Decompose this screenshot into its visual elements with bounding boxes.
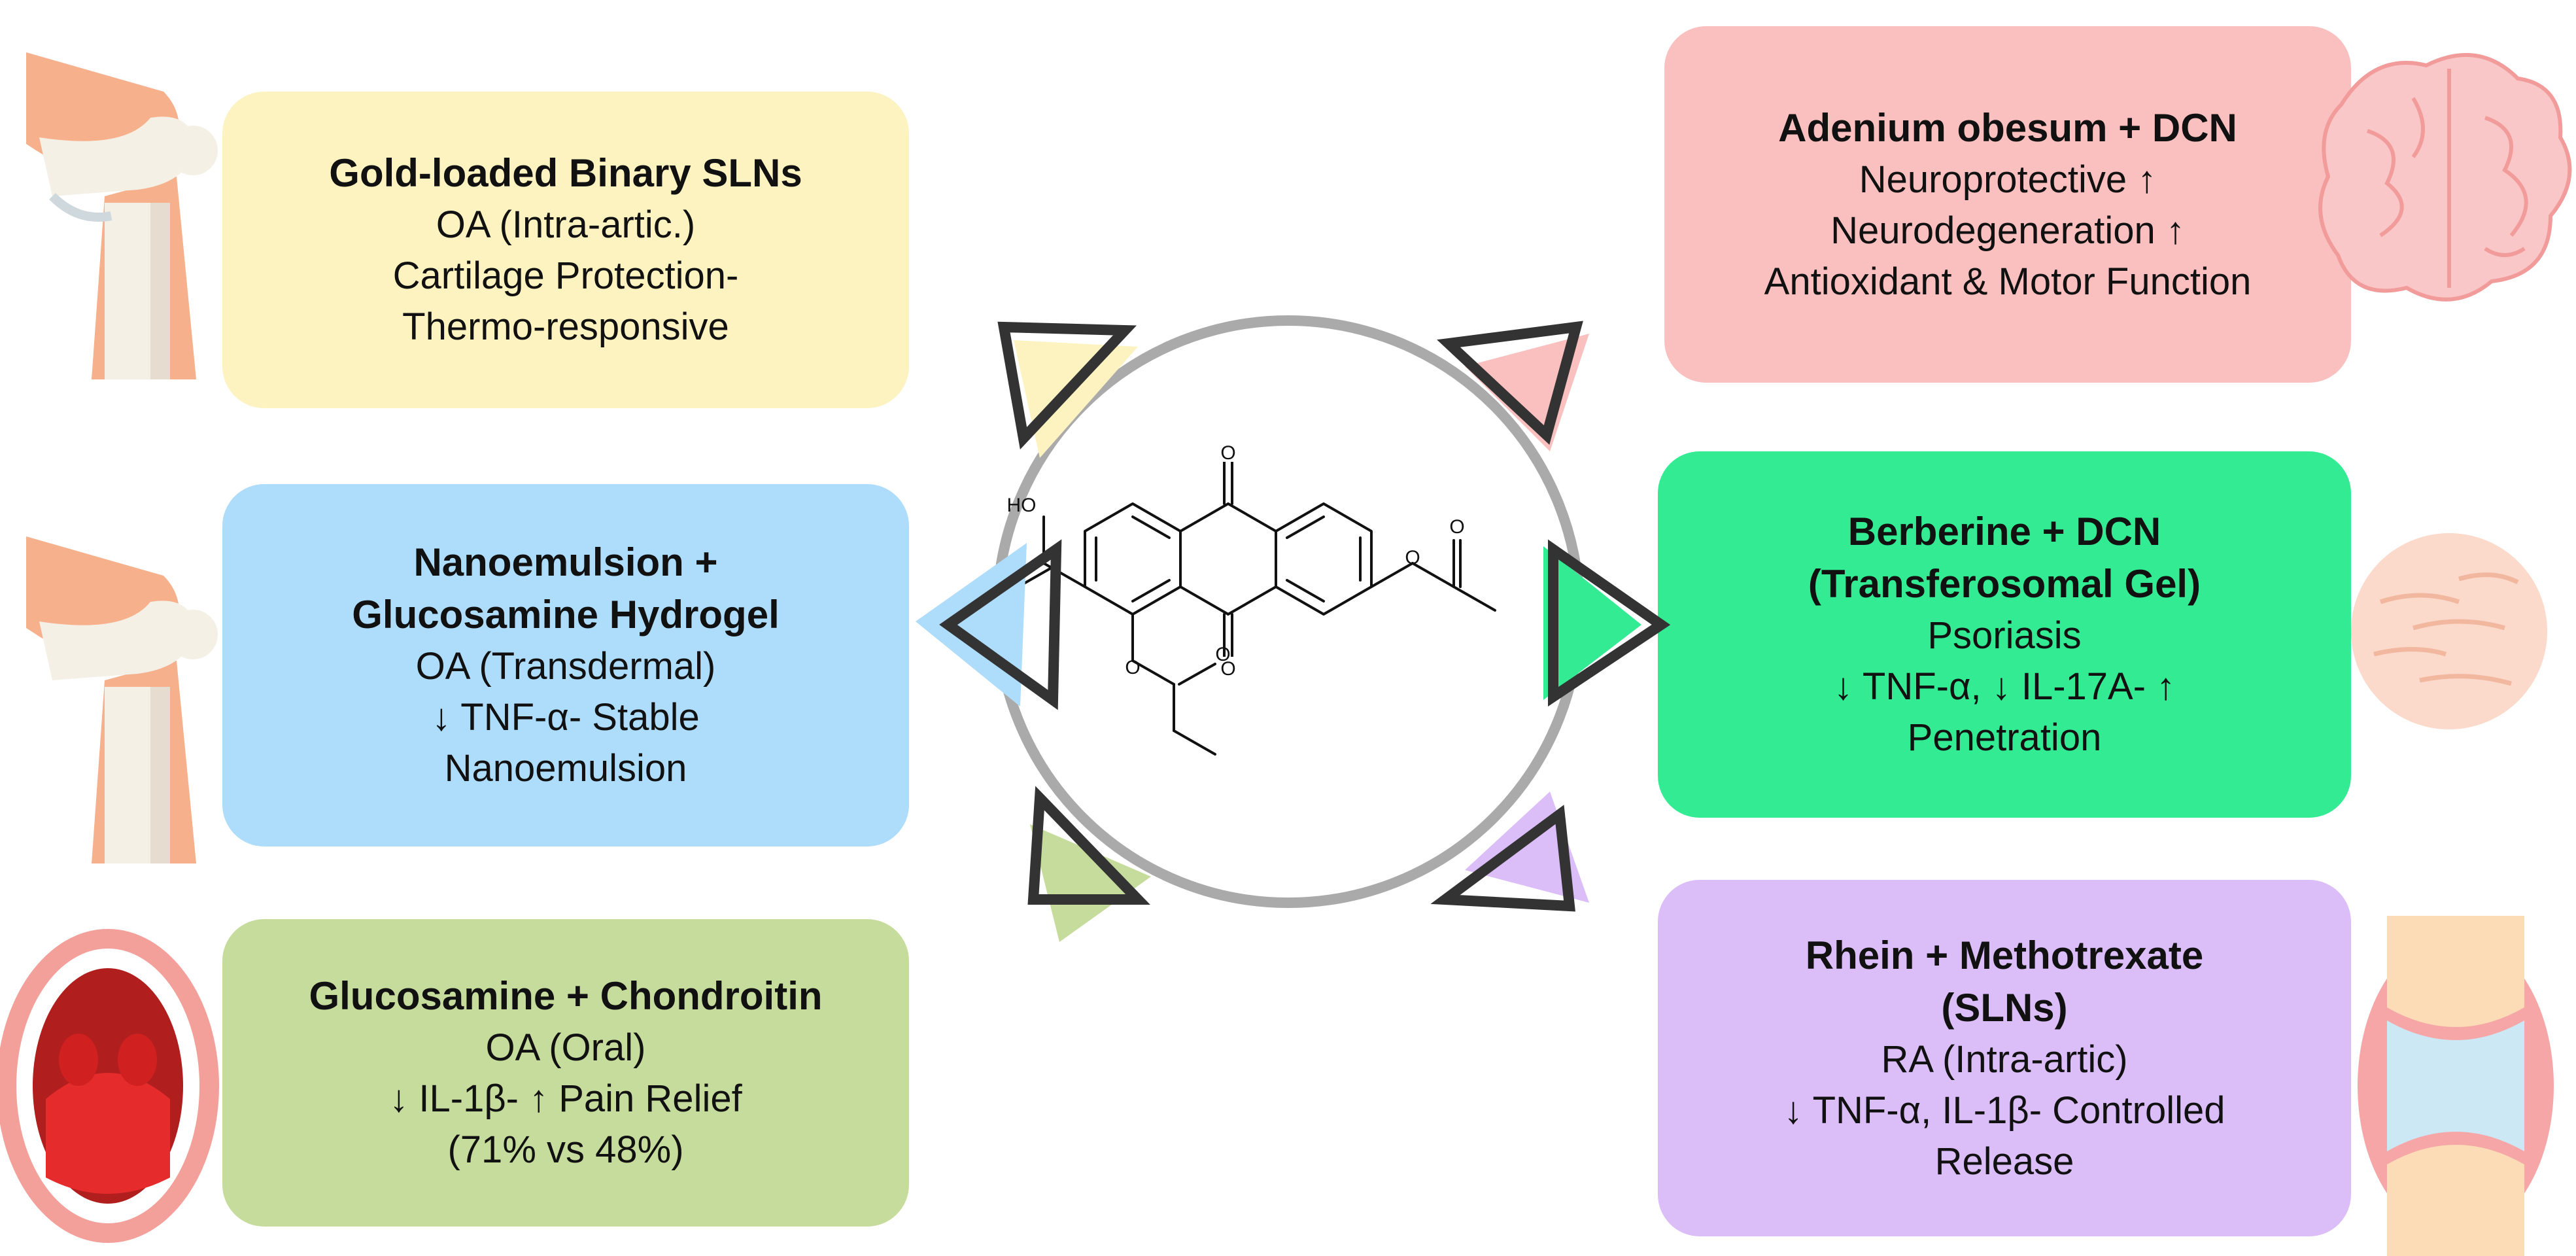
arrow-gold — [997, 321, 1138, 458]
hydroxyl-label: HO — [1007, 495, 1037, 516]
card-line: Thermo-responsive — [402, 305, 729, 348]
oxygen-atom: O — [1220, 658, 1235, 680]
card-line: Penetration — [1907, 716, 2102, 759]
oxygen-atom: O — [1125, 657, 1140, 678]
card-glucosamine-chondroitin: Glucosamine + Chondroitin OA (Oral) ↓ IL… — [222, 919, 909, 1227]
card-title: Glucosamine + Chondroitin — [309, 974, 823, 1018]
card-title: Nanoemulsion + — [413, 540, 718, 584]
knee-joint-icon — [26, 52, 218, 379]
joint-icon — [2358, 916, 2554, 1256]
card-title: Rhein + Methotrexate — [1805, 933, 2204, 977]
skin-icon — [2351, 533, 2547, 729]
card-line: (71% vs 48%) — [447, 1128, 684, 1171]
card-berberine: Berberine + DCN (Transferosomal Gel) Pso… — [1658, 451, 2351, 818]
card-title: Adenium obesum + DCN — [1778, 105, 2237, 150]
card-nanoemulsion: Nanoemulsion + Glucosamine Hydrogel OA (… — [222, 484, 909, 846]
card-title: Gold-loaded Binary SLNs — [329, 151, 802, 195]
card-line: Release — [1934, 1140, 2074, 1183]
card-title: (SLNs) — [1941, 985, 2068, 1030]
card-gold-loaded-binary-slns: Gold-loaded Binary SLNs OA (Intra-artic.… — [222, 92, 909, 408]
brain-icon — [2318, 53, 2572, 302]
arrow-nano — [916, 539, 1062, 710]
card-line: Antioxidant & Motor Function — [1764, 260, 2252, 303]
arrow-aden — [1437, 321, 1589, 451]
card-line: ↓ TNF-α, ↓ IL-17A- ↑ — [1833, 665, 2176, 708]
card-line: OA (Intra-artic.) — [436, 203, 696, 246]
card-adenium-obesum: Adenium obesum + DCN Neuroprotective ↑ N… — [1664, 26, 2351, 383]
card-line: Neuroprotective ↑ — [1859, 158, 2157, 201]
card-line: ↓ IL-1β- ↑ Pain Relief — [389, 1077, 742, 1120]
open-mouth-icon — [0, 929, 219, 1243]
card-line: RA (Intra-artic) — [1881, 1038, 2128, 1081]
arrow-gluc — [1027, 786, 1151, 942]
knee-joint-icon — [26, 536, 218, 864]
card-line: ↓ TNF-α- Stable — [432, 696, 700, 739]
arrow-berb — [1543, 539, 1671, 706]
center-circle — [992, 315, 1585, 908]
arrow-rhein — [1430, 792, 1589, 912]
card-title: Berberine + DCN — [1847, 510, 2161, 553]
oxygen-atom: O — [1449, 516, 1464, 538]
oxygen-atom: O — [1215, 644, 1230, 665]
card-line: Psoriasis — [1927, 614, 2082, 657]
card-title: Glucosamine Hydrogel — [352, 593, 780, 637]
card-line: Neurodegeneration ↑ — [1830, 209, 2185, 252]
card-title: (Transferosomal Gel) — [1808, 562, 2201, 606]
card-rhein-methotrexate: Rhein + Methotrexate (SLNs) RA (Intra-ar… — [1658, 880, 2351, 1236]
card-line: ↓ TNF-α, IL-1β- Controlled — [1783, 1089, 2225, 1132]
card-line: Cartilage Protection- — [392, 254, 739, 297]
oxygen-atom: O — [1405, 547, 1420, 568]
molecule-structure — [1001, 457, 1496, 756]
card-line: Nanoemulsion — [444, 747, 687, 790]
card-line: OA (Oral) — [485, 1026, 646, 1069]
card-line: OA (Transdermal) — [415, 645, 716, 688]
oxygen-atom: O — [1220, 442, 1235, 464]
